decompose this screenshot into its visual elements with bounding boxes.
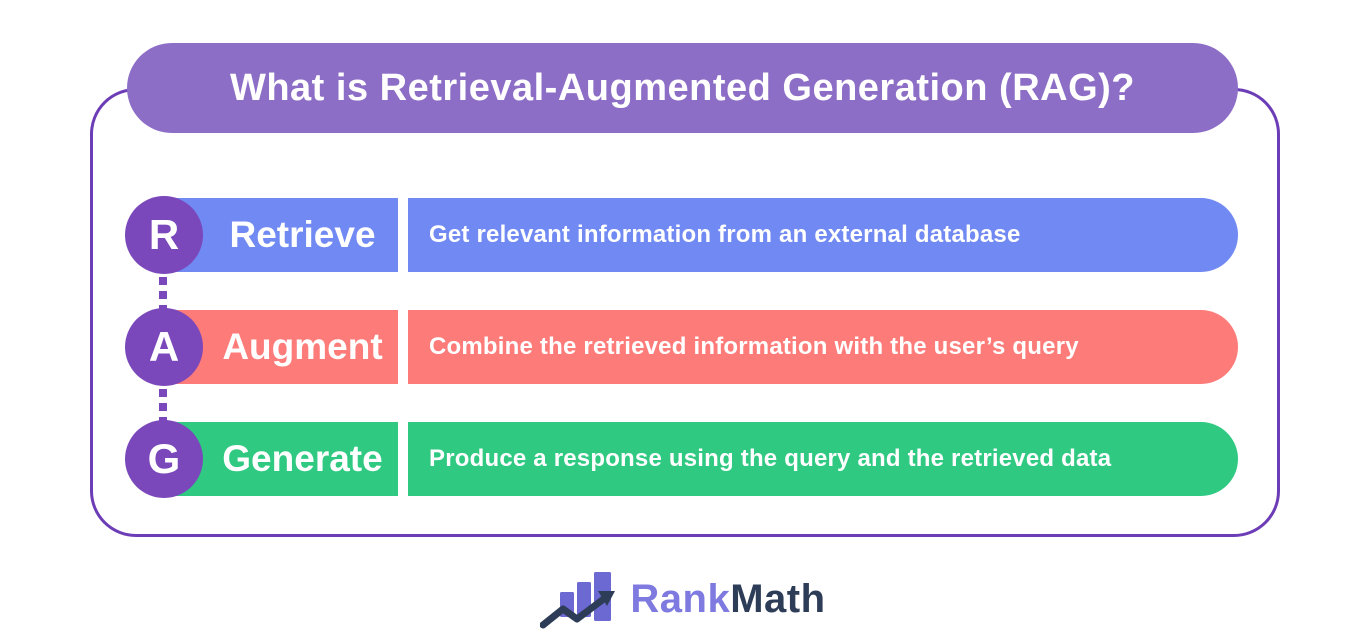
- brand-name-rank: Rank: [630, 576, 731, 621]
- letter-a: A: [148, 323, 180, 370]
- retrieve-label: Retrieve: [229, 214, 376, 255]
- brand-name: Rank Math: [630, 577, 825, 622]
- brand-logo: Rank Math: [0, 568, 1366, 630]
- letter-g: G: [147, 435, 181, 482]
- generate-description-bar: Produce a response using the query and t…: [408, 422, 1238, 496]
- retrieve-description: Get relevant information from an externa…: [429, 221, 1021, 248]
- letter-badge-r: R: [125, 196, 203, 274]
- augment-label-bar: Augment: [163, 310, 398, 384]
- augment-description: Combine the retrieved information with t…: [429, 333, 1079, 360]
- brand-name-math: Math: [730, 576, 826, 621]
- dotted-connector-r-a: [159, 277, 167, 309]
- augment-description-bar: Combine the retrieved information with t…: [408, 310, 1238, 384]
- dotted-connector-a-g: [159, 389, 167, 421]
- augment-label: Augment: [222, 326, 383, 367]
- letter-badge-a: A: [125, 308, 203, 386]
- page-title: What is Retrieval-Augmented Generation (…: [229, 66, 1136, 109]
- generate-description: Produce a response using the query and t…: [429, 445, 1112, 472]
- retrieve-description-bar: Get relevant information from an externa…: [408, 198, 1238, 272]
- letter-r: R: [148, 211, 180, 258]
- title-banner: What is Retrieval-Augmented Generation (…: [127, 43, 1238, 133]
- letter-badge-g: G: [125, 420, 203, 498]
- bar-chart-trend-arrow-icon: [540, 572, 616, 629]
- generate-label: Generate: [222, 438, 383, 479]
